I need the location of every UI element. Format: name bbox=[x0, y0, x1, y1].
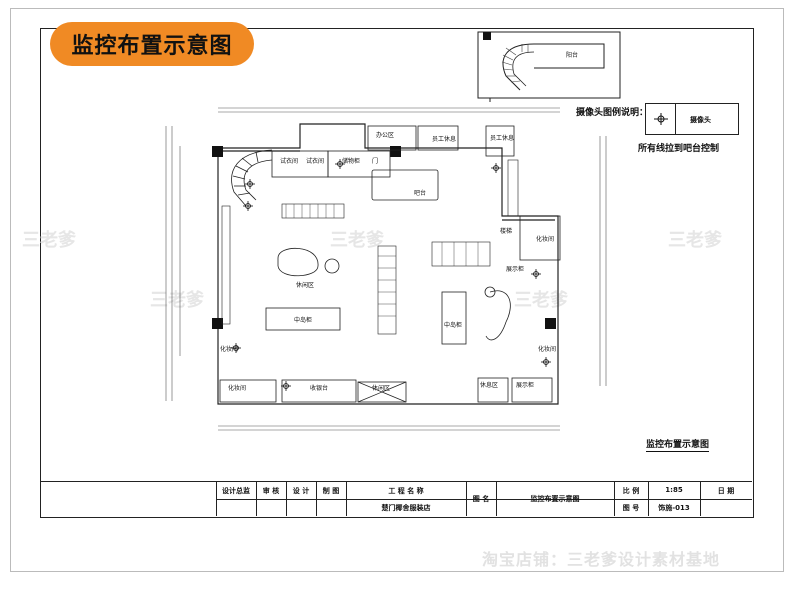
camera-icon bbox=[654, 113, 668, 125]
plan-label: 化妆间 bbox=[220, 346, 239, 353]
plan-label: 收银台 bbox=[310, 385, 329, 392]
tb-draw: 制 图 bbox=[322, 487, 340, 495]
plan-label: 试衣间 bbox=[306, 158, 325, 165]
tb-design-lead: 设计总监 bbox=[222, 487, 250, 495]
floor-plan bbox=[165, 107, 607, 431]
watermark: 三老爹 bbox=[514, 290, 568, 311]
watermark: 三老爹 bbox=[668, 230, 722, 251]
plan-label: 展示柜 bbox=[516, 382, 535, 389]
stair-thumbnail bbox=[477, 31, 621, 102]
plan-label: 员工休息 bbox=[490, 135, 515, 142]
tb-project-name: 楚门椰舍服装店 bbox=[381, 504, 431, 512]
watermark: 三老爹 bbox=[330, 230, 384, 251]
tb-drawing-no-label: 图 号 bbox=[622, 504, 640, 512]
plan-label: 休闲区 bbox=[372, 385, 391, 392]
tb-drawing-name-label: 图 名 bbox=[472, 495, 490, 503]
shop-watermark: 淘宝店铺：三老爹设计素材基地 bbox=[482, 550, 721, 569]
plan-label: 吧台 bbox=[414, 190, 427, 197]
page-title-badge: 监控布置示意图 bbox=[50, 22, 254, 66]
legend-box: 摄像头 bbox=[645, 103, 739, 135]
tb-project-name-label: 工 程 名 称 bbox=[388, 487, 424, 495]
plan-label: 试衣间 bbox=[280, 158, 299, 165]
plan-label: 储物柜 bbox=[342, 158, 361, 165]
plan-label: 门 bbox=[372, 158, 379, 165]
watermark: 三老爹 bbox=[22, 230, 76, 251]
thumbnail-label: 阳台 bbox=[566, 52, 579, 59]
tb-drawing-no: 饰施-013 bbox=[658, 504, 690, 512]
plan-label: 员工休息 bbox=[432, 136, 457, 143]
plan-label: 化妆间 bbox=[536, 236, 555, 243]
tb-scale-label: 比 例 bbox=[622, 487, 640, 495]
plan-label: 化妆间 bbox=[538, 346, 557, 353]
plan-label: 办公区 bbox=[376, 132, 395, 139]
plan-label: 休闲区 bbox=[296, 282, 315, 289]
drawing-sheet bbox=[10, 8, 784, 572]
plan-label: 中岛柜 bbox=[294, 317, 313, 324]
tb-design: 设 计 bbox=[292, 487, 310, 495]
drawing-frame bbox=[40, 28, 754, 518]
plan-label: 化妆间 bbox=[228, 385, 247, 392]
plan-label: 中岛柜 bbox=[444, 322, 463, 329]
plan-label: 楼梯 bbox=[500, 228, 513, 235]
tb-drawing-name: 监控布置示意图 bbox=[530, 495, 580, 503]
tb-date-label: 日 期 bbox=[717, 487, 735, 495]
page-title: 监控布置示意图 bbox=[71, 34, 233, 59]
legend-note: 所有线拉到吧台控制 bbox=[638, 144, 720, 154]
tb-review: 审 核 bbox=[262, 487, 280, 495]
watermark: 三老爹 bbox=[150, 290, 204, 311]
plan-label: 展示柜 bbox=[506, 266, 525, 273]
plan-caption: 监控布置示意图 bbox=[646, 437, 710, 452]
legend-title: 摄像头图例说明： bbox=[576, 108, 649, 118]
title-block: 设计总监 审 核 设 计 制 图 工 程 名 称 楚门椰舍服装店 图 名 监控布… bbox=[40, 481, 752, 516]
plan-label: 休息区 bbox=[480, 382, 499, 389]
tb-scale-value: 1:85 bbox=[665, 486, 683, 494]
legend-camera-label: 摄像头 bbox=[690, 116, 711, 124]
